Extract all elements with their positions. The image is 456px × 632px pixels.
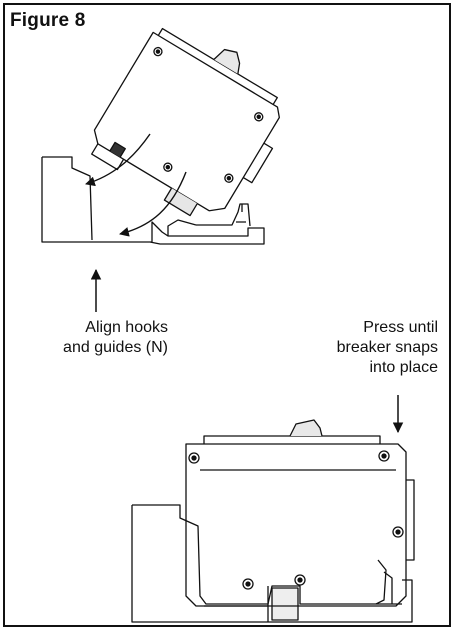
align-hooks-callout: Align hooks and guides (N) [14, 318, 168, 358]
panel-base-bottom [131, 504, 413, 623]
press-breaker-callout: Press until breaker snaps into place [278, 318, 438, 378]
press-callout-line-3: into place [369, 359, 439, 376]
align-callout-line-2: and guides (N) [63, 339, 168, 356]
motion-arrows [85, 133, 187, 237]
press-callout-line-2: breaker snaps [336, 339, 438, 356]
press-callout-line-1: Press until [363, 319, 438, 336]
figure-title: Figure 8 [10, 10, 86, 31]
breaker-tilted [91, 27, 280, 217]
breaker-seated [185, 419, 415, 607]
callout-arrows [90, 268, 404, 434]
panel-base-top [41, 156, 265, 245]
align-callout-line-1: Align hooks [85, 319, 168, 336]
figure-frame [3, 3, 451, 627]
